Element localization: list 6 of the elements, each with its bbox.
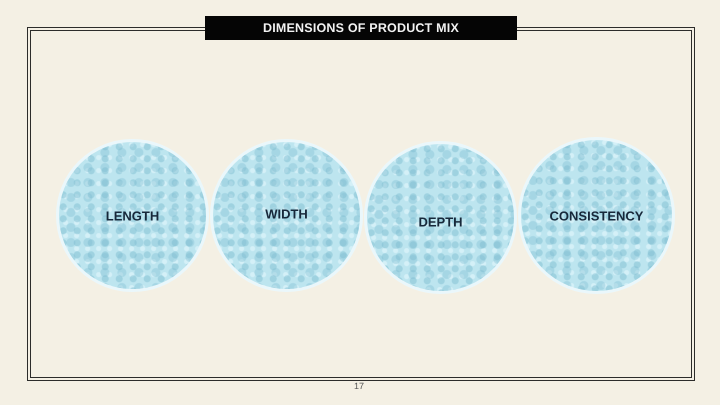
circle-label: CONSISTENCY <box>550 208 644 223</box>
circle-label: WIDTH <box>265 206 308 222</box>
page-number: 17 <box>354 381 364 391</box>
circle-label: DEPTH <box>418 214 463 230</box>
circle-label: LENGTH <box>106 208 160 223</box>
title-banner: DIMENSIONS OF PRODUCT MIX <box>205 16 517 40</box>
